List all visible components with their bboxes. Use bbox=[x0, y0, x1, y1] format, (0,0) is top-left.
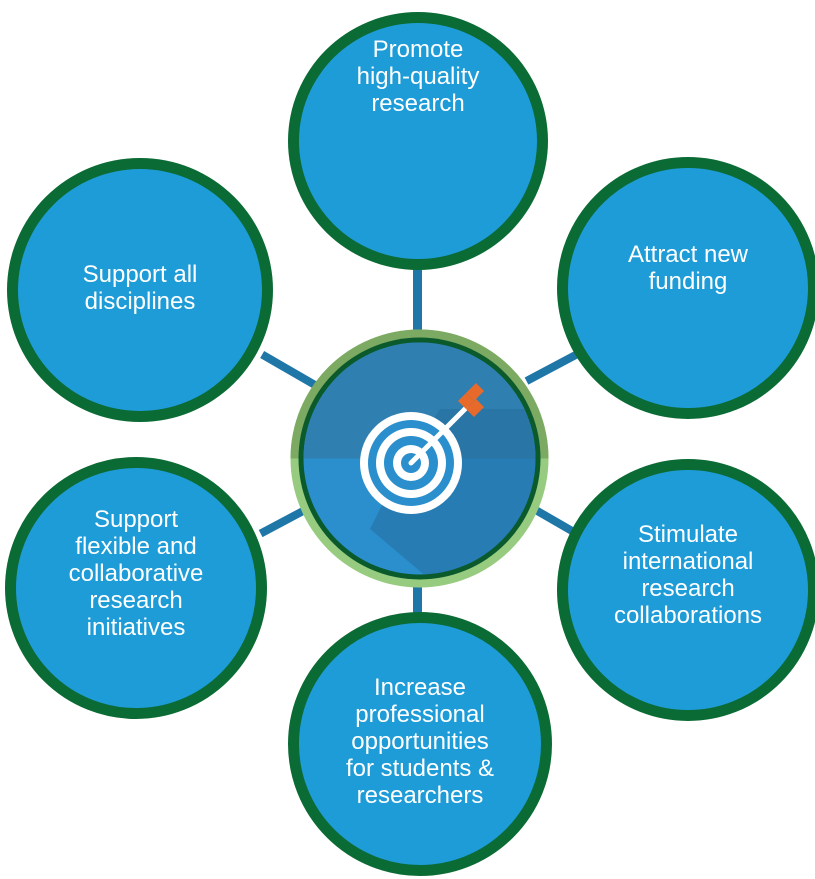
goal-node-funding: Attract new funding bbox=[557, 157, 815, 419]
goal-node-flexible: Support flexible and collaborative resea… bbox=[5, 457, 267, 719]
goal-label-flexible: Support flexible and collaborative resea… bbox=[68, 505, 204, 641]
center-hub bbox=[290, 329, 549, 588]
goal-node-professional: Increase professional opportunities for … bbox=[288, 612, 552, 876]
target-with-arrow-icon bbox=[290, 329, 549, 588]
goal-label-international: Stimulate international research collabo… bbox=[613, 521, 763, 629]
spoke-top bbox=[413, 265, 422, 340]
goal-node-promote: Promote high-quality research bbox=[288, 12, 548, 270]
goal-label-funding: Attract new funding bbox=[627, 241, 749, 295]
goal-label-disciplines: Support all disciplines bbox=[82, 261, 198, 315]
goal-node-disciplines: Support all disciplines bbox=[7, 158, 273, 422]
goal-label-promote: Promote high-quality research bbox=[356, 35, 480, 117]
spoke-bottom bbox=[413, 570, 422, 620]
goal-label-professional: Increase professional opportunities for … bbox=[345, 674, 495, 809]
goal-node-international: Stimulate international research collabo… bbox=[557, 459, 815, 721]
